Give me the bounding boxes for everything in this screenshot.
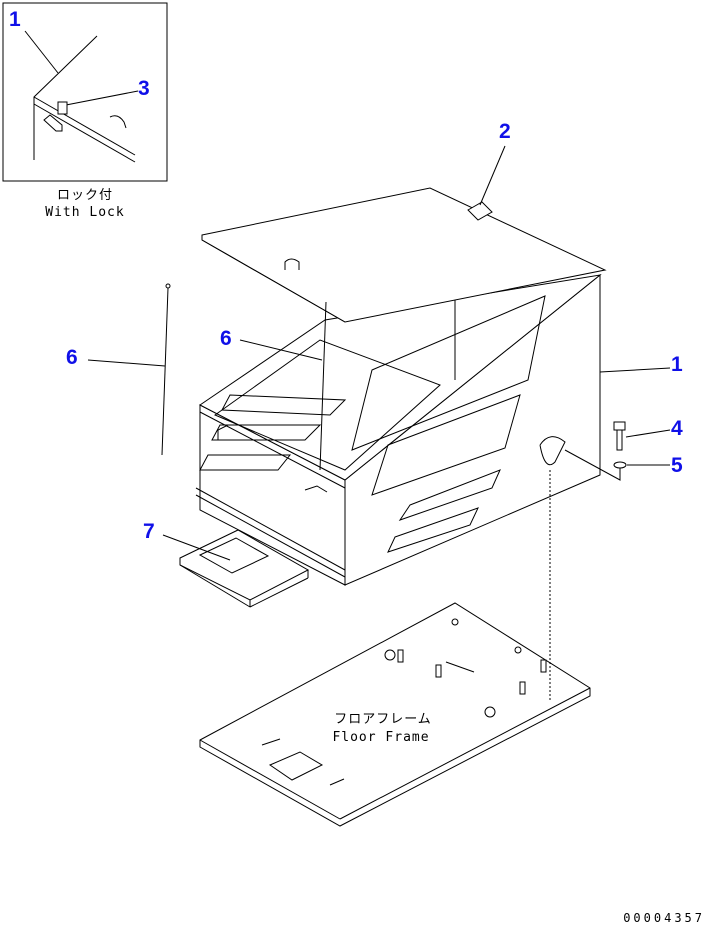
inset-label-jp: ロック付: [57, 188, 113, 203]
decal-stripes: [199, 295, 546, 553]
callout-1: 1: [671, 353, 683, 376]
padlock-icon: [57, 101, 68, 115]
lid-stay-rod-left: [161, 287, 169, 456]
inset-label-en: With Lock: [45, 205, 124, 220]
handle-icon: [109, 115, 127, 129]
callout-4: 4: [671, 417, 683, 440]
bracket: [539, 436, 566, 466]
callout-2: 2: [499, 120, 511, 143]
tool-box: [161, 187, 627, 700]
step: [179, 529, 310, 601]
callout-5: 5: [671, 454, 683, 477]
lid-stay-rod-center: [319, 301, 327, 471]
inset-callout-3: 3: [138, 77, 150, 100]
floor-frame-label-jp: フロアフレーム: [334, 712, 432, 727]
document-number: 00004357: [623, 911, 705, 925]
lock-icon: [467, 201, 493, 221]
leader-lines: [87, 145, 671, 561]
callout-6-left: 6: [66, 346, 78, 369]
lid: [201, 187, 607, 323]
bolt-icon: [613, 421, 626, 451]
floor-frame-label-en: Floor Frame: [332, 730, 429, 745]
floor-frame: フロアフレーム Floor Frame: [199, 602, 591, 827]
washer-icon: [613, 461, 627, 469]
lid-handle-icon: [284, 258, 300, 270]
callout-6-center: 6: [220, 327, 232, 350]
inset-frame: [2, 2, 168, 182]
callout-7: 7: [143, 520, 155, 543]
inset-callout-1: 1: [9, 8, 21, 31]
lock-inset: 1 3 ロック付 With Lock: [2, 2, 168, 220]
